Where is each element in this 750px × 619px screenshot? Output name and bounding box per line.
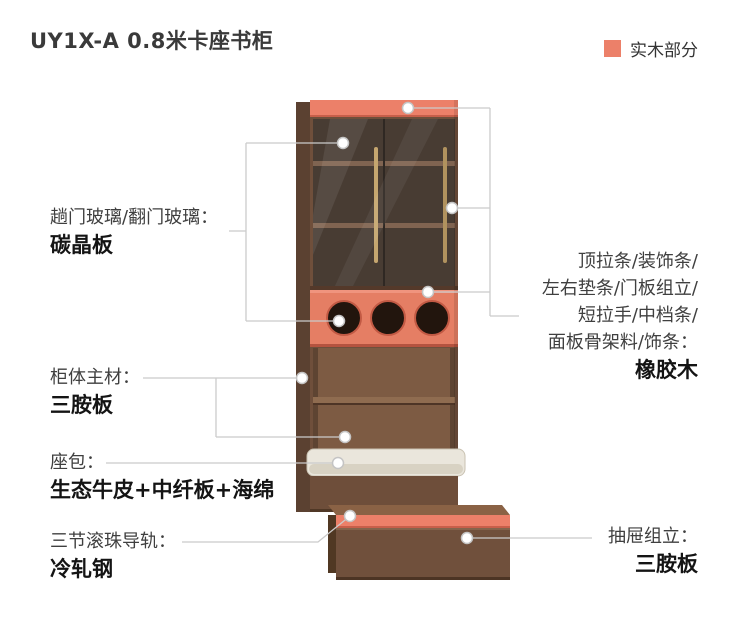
top-trim-shadow bbox=[310, 115, 458, 117]
callout-door-glass: 趟门玻璃/翻门玻璃： 碳晶板 bbox=[50, 204, 218, 260]
drawer-top bbox=[328, 505, 510, 515]
callout-dot bbox=[336, 136, 350, 150]
callout-cabinet-body-label: 柜体主材： bbox=[50, 367, 140, 388]
callout-solid-wood-material: 橡胶木 bbox=[635, 358, 698, 382]
callout-dot bbox=[295, 371, 309, 385]
wine-hole bbox=[370, 300, 406, 336]
seat-cushion-shade bbox=[309, 464, 463, 474]
callout-solid-wood-label-2: 左右垫条/门板组立/ bbox=[541, 278, 698, 299]
drawer-slide-rail bbox=[328, 515, 336, 573]
bookcase bbox=[296, 100, 510, 580]
top-trim bbox=[310, 100, 458, 117]
callout-rail-material: 冷轧钢 bbox=[50, 557, 113, 581]
leader-rail bbox=[182, 515, 351, 543]
callout-solid-wood-label-3: 短拉手/中档条/ bbox=[577, 305, 698, 326]
callout-dot bbox=[338, 430, 352, 444]
leader-cabinet-body bbox=[143, 377, 345, 438]
wine-hole bbox=[414, 300, 450, 336]
drawer-front bbox=[336, 528, 510, 580]
callout-seat-material: 生态牛皮+中纤板+海绵 bbox=[50, 478, 275, 502]
cabinet-right-shade bbox=[454, 100, 458, 512]
callout-dot bbox=[460, 531, 474, 545]
legend-swatch bbox=[604, 40, 621, 57]
door-handle-right bbox=[443, 147, 447, 263]
callout-door-glass-material: 碳晶板 bbox=[50, 233, 113, 257]
callout-dot bbox=[421, 285, 435, 299]
cabinet-side-panel bbox=[296, 102, 310, 512]
callout-seat-label: 座包： bbox=[50, 452, 104, 473]
drawer-trim bbox=[336, 515, 510, 528]
callout-solid-wood-label-4: 面板骨架料/饰条： bbox=[547, 332, 698, 353]
callout-drawer-label: 抽屉组立： bbox=[608, 526, 698, 547]
legend: 实木部分 bbox=[604, 36, 698, 61]
callout-solid-wood: 顶拉条/装饰条/ 左右垫条/门板组立/ 短拉手/中档条/ 面板骨架料/饰条： 橡… bbox=[542, 248, 698, 385]
callout-dot bbox=[401, 101, 415, 115]
drawer bbox=[328, 505, 510, 580]
callout-dots bbox=[295, 101, 474, 545]
leader-door-glass bbox=[229, 142, 343, 322]
callout-rail-label: 三节滚珠导轨： bbox=[50, 531, 176, 552]
drawer-front-shadow bbox=[336, 577, 510, 580]
leader-lines bbox=[106, 107, 592, 543]
drawer-trim-shadow bbox=[336, 526, 510, 528]
door-handle-left bbox=[374, 147, 378, 263]
callout-dot bbox=[445, 201, 459, 215]
door-seam bbox=[383, 119, 385, 288]
glass-sheen bbox=[313, 119, 368, 255]
callout-door-glass-label: 趟门玻璃/翻门玻璃： bbox=[50, 207, 219, 228]
callout-seat: 座包： 生态牛皮+中纤板+海绵 bbox=[50, 449, 274, 505]
callout-rail: 三节滚珠导轨： 冷轧钢 bbox=[50, 528, 176, 584]
callout-drawer-material: 三胺板 bbox=[635, 552, 698, 576]
leader-solid-wood bbox=[408, 107, 519, 317]
callout-cabinet-body: 柜体主材： 三胺板 bbox=[50, 364, 140, 420]
callout-drawer: 抽屉组立： 三胺板 bbox=[608, 523, 698, 579]
panel-seam bbox=[310, 286, 458, 290]
page-title: UY1X-A 0.8米卡座书柜 bbox=[30, 29, 274, 53]
wine-rack-shadow bbox=[310, 344, 458, 347]
wine-rack-highlight bbox=[310, 290, 458, 293]
drawer-front-highlight bbox=[336, 528, 510, 530]
shelf bbox=[313, 397, 455, 403]
callout-dot bbox=[331, 456, 345, 470]
callout-dot bbox=[343, 509, 357, 523]
glass-pane bbox=[313, 119, 455, 288]
callout-solid-wood-label-1: 顶拉条/装饰条/ bbox=[577, 251, 698, 272]
legend-label: 实木部分 bbox=[630, 41, 698, 61]
shelf-shadow bbox=[313, 403, 455, 405]
callout-cabinet-body-material: 三胺板 bbox=[50, 393, 113, 417]
callout-dot bbox=[332, 314, 346, 328]
glass-sheen bbox=[334, 119, 438, 288]
